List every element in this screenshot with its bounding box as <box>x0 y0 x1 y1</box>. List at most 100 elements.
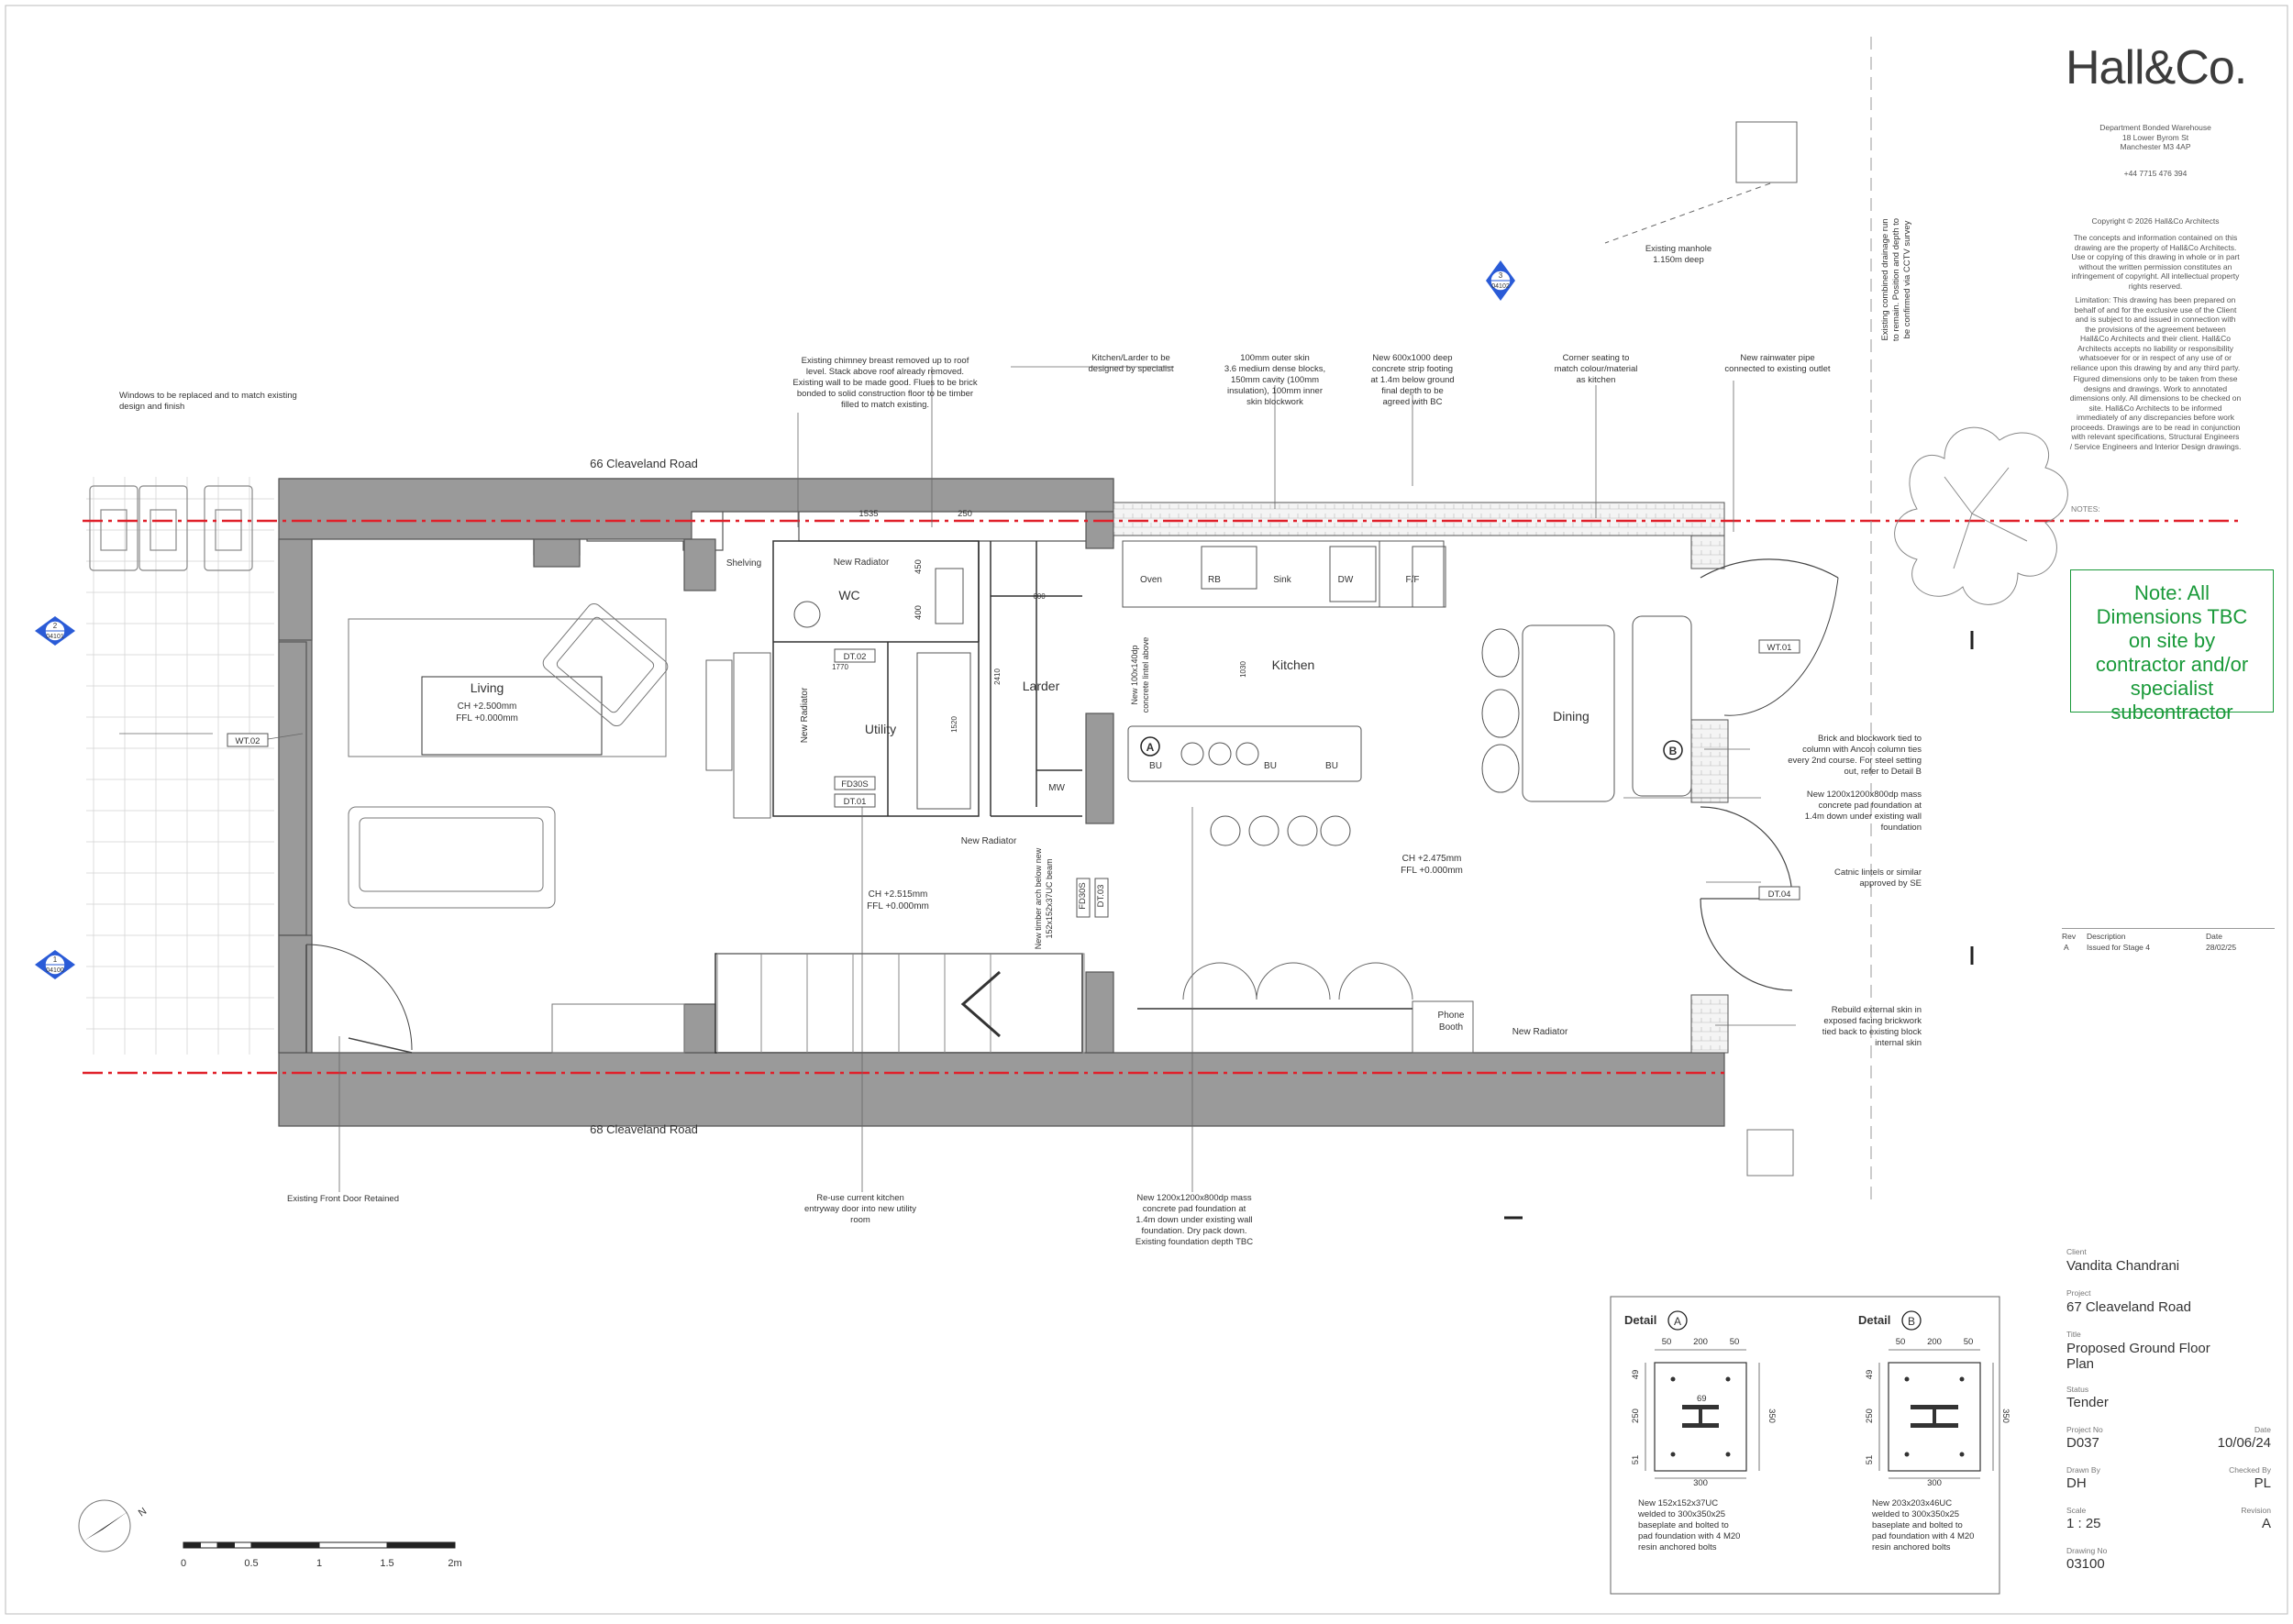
detail-b-title: Detail <box>1858 1313 1890 1327</box>
notes-heading: NOTES: <box>2071 504 2100 514</box>
svg-text:04102: 04102 <box>1491 283 1510 290</box>
svg-text:3: 3 <box>1499 271 1503 280</box>
rev-header-date: Date <box>2206 932 2222 941</box>
note-chimney: Existing chimney breast removed up to ro… <box>792 356 977 410</box>
mw-label: MW <box>1048 783 1065 793</box>
revision-label: Revision <box>2241 1506 2271 1515</box>
radiator-hall: New Radiator <box>800 687 810 743</box>
detail-a-dim-69: 69 <box>1697 1394 1707 1404</box>
section-marker-3: 3 04102 <box>1486 260 1515 301</box>
detail-a-dim-51: 51 <box>1631 1455 1641 1465</box>
dining-table <box>1210 615 1692 846</box>
detail-b-dim-top-2: 200 <box>1927 1337 1942 1347</box>
svg-text:WT.02: WT.02 <box>236 736 260 746</box>
disclaimer-1-line: rights reserved. <box>2128 281 2183 291</box>
scale-bar-segment <box>200 1541 218 1549</box>
disclaimer-1-line: The concepts and information contained o… <box>2073 233 2238 242</box>
dim-400: 400 <box>914 605 924 620</box>
disclaimer-3-line: / Service Engineers and Interior Design … <box>2069 441 2242 451</box>
manhole <box>1735 121 1798 183</box>
disclaimer-1-line: without the written permission constitut… <box>2078 261 2232 271</box>
wc-fixtures <box>793 568 971 810</box>
disclaimer-3-line: Figured dimensions only to be taken from… <box>2073 374 2238 383</box>
scale-bar-label: 1.5 <box>380 1558 393 1569</box>
rev-row-desc: Issued for Stage 4 <box>2087 943 2150 952</box>
detail-a-bolt-0 <box>1670 1376 1676 1382</box>
dim-250: 250 <box>958 509 972 519</box>
disclaimer-limitation: Limitation: This drawing has been prepar… <box>2055 295 2256 372</box>
date-label: Date <box>2254 1425 2271 1434</box>
detail-callout-a: A <box>1140 736 1160 757</box>
dim-1030: 1030 <box>1239 661 1247 678</box>
road-bottom-label: 68 Cleaveland Road <box>590 1122 698 1136</box>
disclaimer-3-line: with relevant specifications, Structural… <box>2071 432 2240 441</box>
svg-text:2: 2 <box>53 622 58 630</box>
dim-1770: 1770 <box>832 663 848 671</box>
detail-b-bolt-0 <box>1904 1376 1910 1382</box>
living-furniture <box>348 602 685 1054</box>
disclaimer-3-line: site. Hall&Co Architects to be informed <box>2088 403 2222 413</box>
svg-text:04101: 04101 <box>46 634 64 640</box>
detail-b-dim-51: 51 <box>1865 1455 1875 1465</box>
scale-bar-label: 2m <box>448 1558 461 1569</box>
detail-b-bolt-3 <box>1959 1452 1965 1457</box>
front-door <box>305 944 413 1054</box>
disclaimer-3-line: dimensions only. All dimensions to be ch… <box>2069 393 2242 403</box>
room-utility: Utility <box>865 722 896 736</box>
north-arrow-circle <box>78 1499 131 1552</box>
disclaimer-2-line: Hall&Co Architects and their client. Hal… <box>2080 334 2231 343</box>
drawn-by-label: Drawn By <box>2066 1465 2100 1475</box>
detail-a-flange-bottom <box>1682 1423 1719 1428</box>
bin-stores <box>89 485 253 571</box>
firm-phone: +44 7715 476 394 <box>2123 169 2188 178</box>
disclaimer-3-line: immediately of any discrepancies before … <box>2077 413 2234 422</box>
disclaimer-2-line: Limitation: This drawing has been prepar… <box>2075 295 2236 304</box>
tag-wt02: WT.02 <box>227 733 269 747</box>
tag-fd30s-v: FD30S <box>1076 878 1091 918</box>
detail-b-baseplate <box>1888 1362 1981 1472</box>
rev-header-rev: Rev <box>2062 932 2077 941</box>
note-box-line: contractor and/or <box>2095 653 2249 676</box>
disclaimer-2-line: whatsoever for or in respect of any use … <box>2079 353 2232 362</box>
note-box-line: on site by <box>2128 629 2216 652</box>
detail-a-dim-top-2: 200 <box>1693 1337 1708 1347</box>
tag-dt02: DT.02 <box>834 648 876 663</box>
title-value-2: Plan <box>2066 1356 2095 1372</box>
firm-logo: Hall&Co. <box>2066 41 2247 94</box>
detail-a-dim-top-3: 50 <box>1730 1337 1740 1347</box>
leaders <box>119 366 1796 1192</box>
note-box-line: subcontractor <box>2110 701 2233 724</box>
disclaimer-2-line: Architects accepts no liability or respo… <box>2077 343 2234 353</box>
scale-bar-segment <box>234 1541 252 1549</box>
tag-dt04: DT.04 <box>1758 886 1800 900</box>
stairs <box>716 953 1085 1054</box>
section-marker-2: 2 04101 <box>35 616 75 646</box>
detail-a-dim-250: 250 <box>1631 1409 1641 1423</box>
note-drainage-group: Existing combined drainage runto remain.… <box>1880 218 1912 341</box>
detail-a-web <box>1699 1409 1702 1423</box>
disclaimer-2-line: reliance upon this drawing by and any th… <box>2070 362 2241 372</box>
svg-text:WT.01: WT.01 <box>1767 643 1792 653</box>
phone-booth-2: Booth <box>1439 1022 1463 1033</box>
front-paving <box>86 477 274 1055</box>
radiator-dining: New Radiator <box>1512 1027 1568 1037</box>
tree <box>1894 426 2068 605</box>
disclaimer-2-line: and is subject to and issued in connecti… <box>2075 315 2236 324</box>
party-wall-lines <box>83 519 2238 1075</box>
north-arrow-icon: N <box>78 1499 149 1552</box>
extension-wall-top <box>1113 502 1725 536</box>
scale-bar-segment <box>386 1541 456 1549</box>
